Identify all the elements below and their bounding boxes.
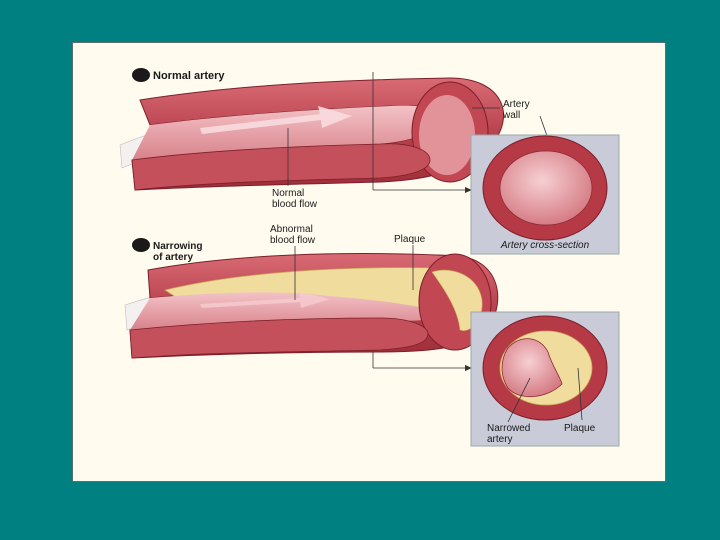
panel-b-letter: B <box>137 241 144 252</box>
label-plaque-inset: Plaque <box>564 423 596 434</box>
label-artery-wall-2: wall <box>502 110 520 121</box>
panel-b-badge: B <box>132 238 150 252</box>
abnormal-flow-arrow <box>200 292 330 308</box>
label-abnormal-flow-1: Abnormal <box>270 224 313 235</box>
panel-b-title-2: of artery <box>153 252 193 263</box>
normal-artery-illustration <box>119 77 504 191</box>
panel-b-title-1: Narrowing <box>153 241 202 252</box>
label-artery-wall-1: Artery <box>503 99 530 110</box>
cross-section-inset-a: Artery cross-section <box>470 134 620 255</box>
label-plaque: Plaque <box>394 234 426 245</box>
panel-b: B Narrowing of artery Abnormal blood f <box>124 224 620 447</box>
panel-a-letter: A <box>137 71 144 82</box>
label-abnormal-flow-2: blood flow <box>270 235 316 246</box>
panel-a-title: Normal artery <box>153 70 225 82</box>
blood-flow-arrow <box>200 106 352 134</box>
panel-a: A Normal artery Artery wall Normal <box>119 68 620 255</box>
label-normal-flow-1: Normal <box>272 188 304 199</box>
label-normal-flow-2: blood flow <box>272 199 318 210</box>
narrowed-artery-illustration <box>124 253 499 359</box>
panel-a-badge: A <box>132 68 150 82</box>
cross-section-inset-b: Narrowed artery Plaque <box>470 311 620 447</box>
label-narrowed-2: artery <box>487 434 513 445</box>
cross-section-caption: Artery cross-section <box>500 240 590 251</box>
label-narrowed-1: Narrowed <box>487 423 530 434</box>
